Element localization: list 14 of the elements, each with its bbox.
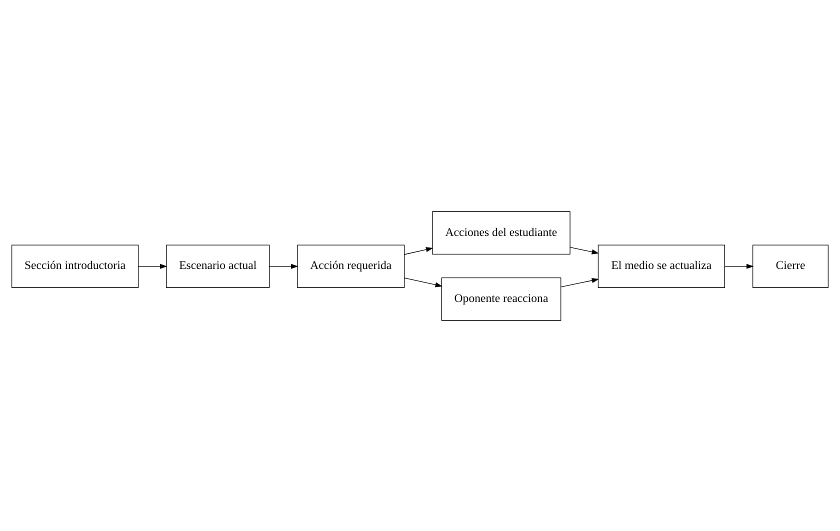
arrow [269, 263, 298, 268]
arrow [404, 246, 434, 254]
arrow [404, 277, 443, 287]
arrow [724, 263, 754, 268]
node-box: El medio se actualiza [598, 244, 725, 288]
arrow [560, 278, 600, 287]
node-box: Cierre [752, 244, 828, 288]
arrow [570, 246, 600, 254]
node-box: Oponente reacciona [441, 276, 562, 320]
node-box: Acciones del estudiante [432, 210, 570, 254]
node-box: Acción requerida [297, 244, 405, 288]
arrow [138, 263, 168, 268]
node-box: Sección introductoria [12, 244, 139, 288]
node-box: Escenario actual [166, 244, 270, 288]
